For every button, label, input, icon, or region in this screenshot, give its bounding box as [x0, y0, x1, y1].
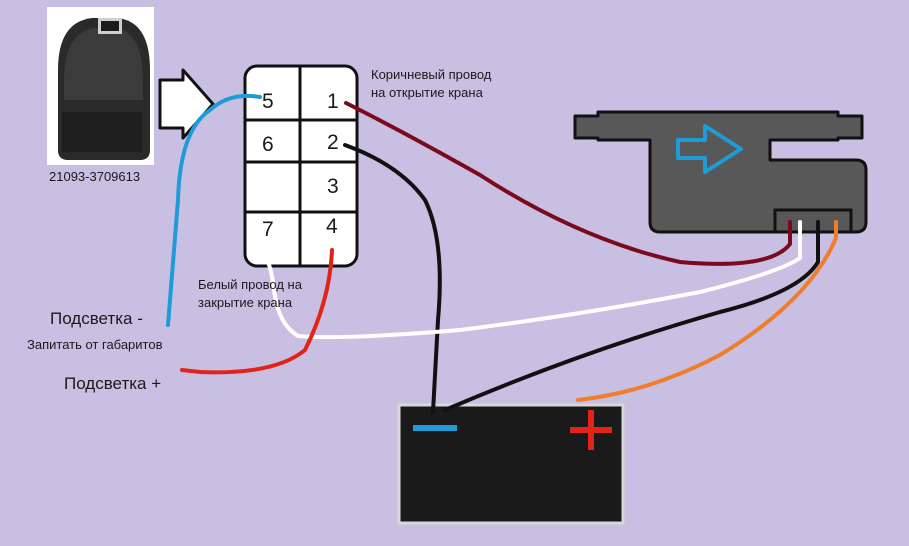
brown-wire-label-line1: Коричневый провод — [371, 67, 492, 82]
pin-1-label: 1 — [327, 90, 339, 113]
pin-7-label: 7 — [262, 218, 274, 241]
blue-wire — [166, 93, 262, 327]
battery — [397, 403, 625, 525]
switch-part-number: 21093-3709613 — [49, 169, 141, 184]
pin-3-label: 3 — [327, 175, 339, 198]
pin-4-label: 4 — [326, 215, 338, 238]
pin-5-label: 5 — [262, 90, 274, 113]
connector-block — [243, 64, 359, 268]
pin-2-label: 2 — [327, 131, 339, 154]
brown-wire-label-line2: на открытие крана — [371, 85, 483, 100]
orange-wire — [576, 220, 838, 402]
backlight-minus-label: Подсветка - — [50, 309, 143, 328]
white-wire — [266, 220, 802, 340]
arrow-to-connector — [158, 68, 215, 140]
feed-label: Запитать от габаритов — [27, 337, 163, 352]
white-wire-label-line1: Белый провод на — [198, 277, 302, 292]
white-wire-label-line2: закрытие крана — [198, 295, 293, 310]
valve-body — [573, 110, 868, 234]
black-wire-valve — [443, 220, 820, 412]
brown-wire — [344, 101, 792, 266]
black-wire-pin2 — [343, 143, 442, 414]
flow-arrow-icon — [676, 124, 743, 174]
pin-6-label: 6 — [262, 133, 274, 156]
backlight-plus-label: Подсветка + — [64, 374, 162, 393]
red-wire — [180, 248, 334, 375]
switch-photo — [47, 7, 154, 165]
